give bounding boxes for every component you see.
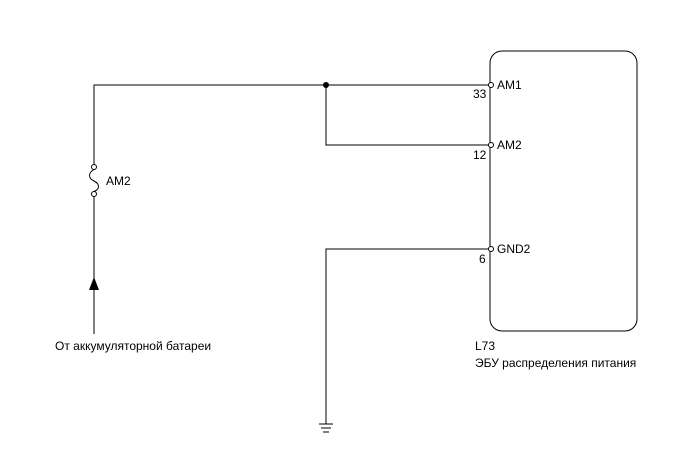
ecu-box — [489, 50, 638, 332]
pin-name-am1: AM1 — [497, 78, 522, 92]
ecu-name: ЭБУ распределения питания — [475, 356, 636, 370]
pin-am2: AM2 12 — [473, 138, 522, 162]
ground-icon — [319, 423, 333, 433]
source-arrow-icon — [89, 277, 99, 290]
supply-wire-top — [93, 84, 488, 167]
fuse-icon — [89, 164, 99, 197]
pin-am1: AM1 33 — [473, 78, 522, 101]
ecu-code: L73 — [475, 339, 495, 353]
pin-number-gnd2: 6 — [479, 252, 486, 266]
pin-number-am1: 33 — [473, 87, 487, 101]
branch-wire-am2 — [325, 85, 488, 146]
pin-name-gnd2: GND2 — [497, 242, 531, 256]
fuse-label: AM2 — [106, 174, 131, 188]
pin-gnd2: GND2 6 — [479, 242, 531, 266]
pin-number-am2: 12 — [473, 148, 487, 162]
splice-point — [323, 82, 329, 88]
pin-name-am2: AM2 — [497, 138, 522, 152]
ground-wire — [325, 248, 488, 424]
source-label: От аккумуляторной батареи — [55, 339, 211, 353]
